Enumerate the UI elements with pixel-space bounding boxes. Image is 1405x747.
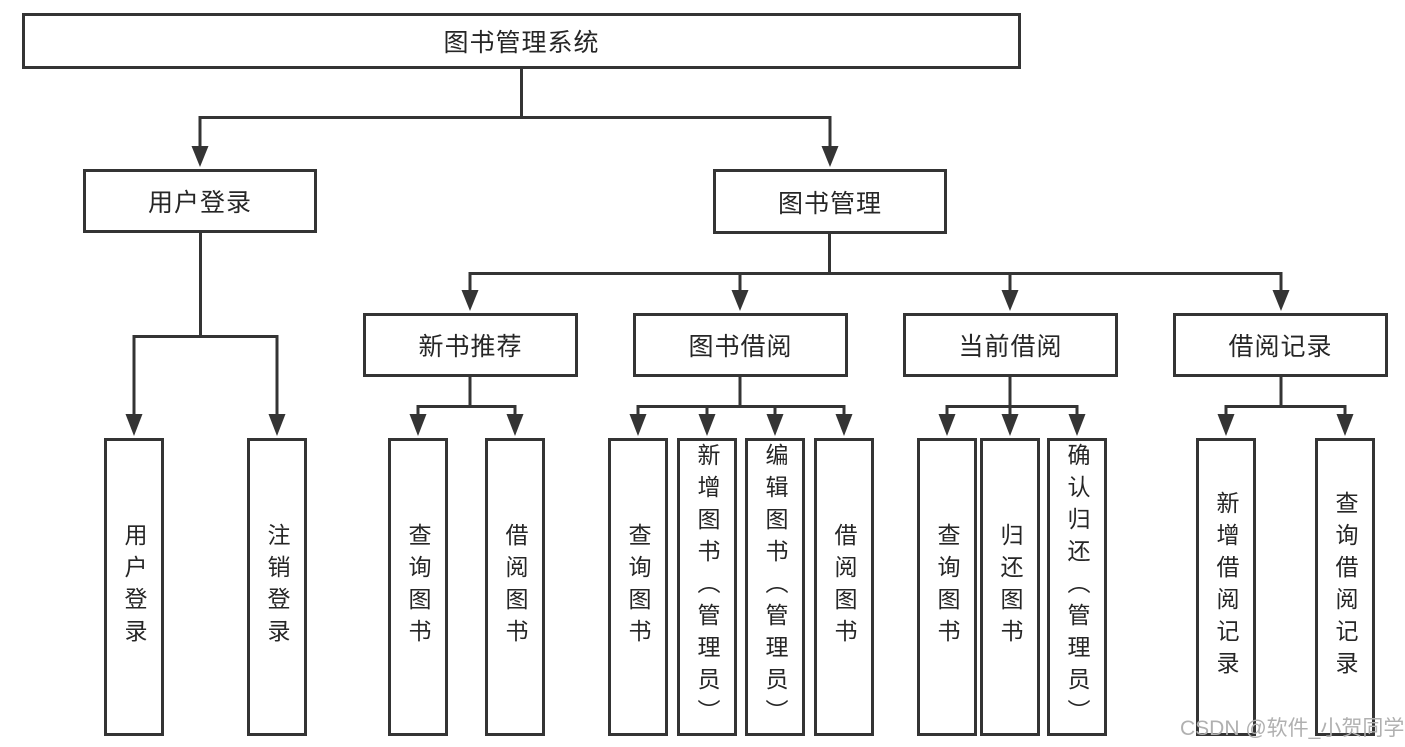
node-leaf-bb-edit-book: 编辑图书（管理员） <box>745 438 805 736</box>
node-leaf-rec-borrow-book: 借阅图书 <box>485 438 545 736</box>
node-leaf-bb-borrow-book: 借阅图书 <box>814 438 874 736</box>
node-book-management: 图书管理 <box>713 169 947 234</box>
node-user-login-module: 用户登录 <box>83 169 317 233</box>
node-borrow-records: 借阅记录 <box>1173 313 1388 377</box>
arrowheads <box>125 146 1354 436</box>
node-leaf-br-add-record: 新增借阅记录 <box>1196 438 1256 736</box>
csdn-watermark: CSDN @软件_小贺同学 <box>1180 717 1405 740</box>
node-leaf-br-query-record: 查询借阅记录 <box>1315 438 1375 736</box>
node-leaf-bb-add-book: 新增图书（管理员） <box>677 438 737 736</box>
node-leaf-cb-confirm-return: 确认归还（管理员） <box>1047 438 1107 736</box>
node-book-borrow: 图书借阅 <box>633 313 848 377</box>
node-leaf-logout: 注销登录 <box>247 438 307 736</box>
node-root: 图书管理系统 <box>22 13 1021 69</box>
node-leaf-cb-query-book: 查询图书 <box>917 438 977 736</box>
node-new-book-recommend: 新书推荐 <box>363 313 578 377</box>
node-leaf-cb-return-book: 归还图书 <box>980 438 1040 736</box>
node-leaf-bb-query-book: 查询图书 <box>608 438 668 736</box>
node-leaf-user-login: 用户登录 <box>104 438 164 736</box>
node-current-borrow: 当前借阅 <box>903 313 1118 377</box>
node-leaf-rec-query-book: 查询图书 <box>388 438 448 736</box>
